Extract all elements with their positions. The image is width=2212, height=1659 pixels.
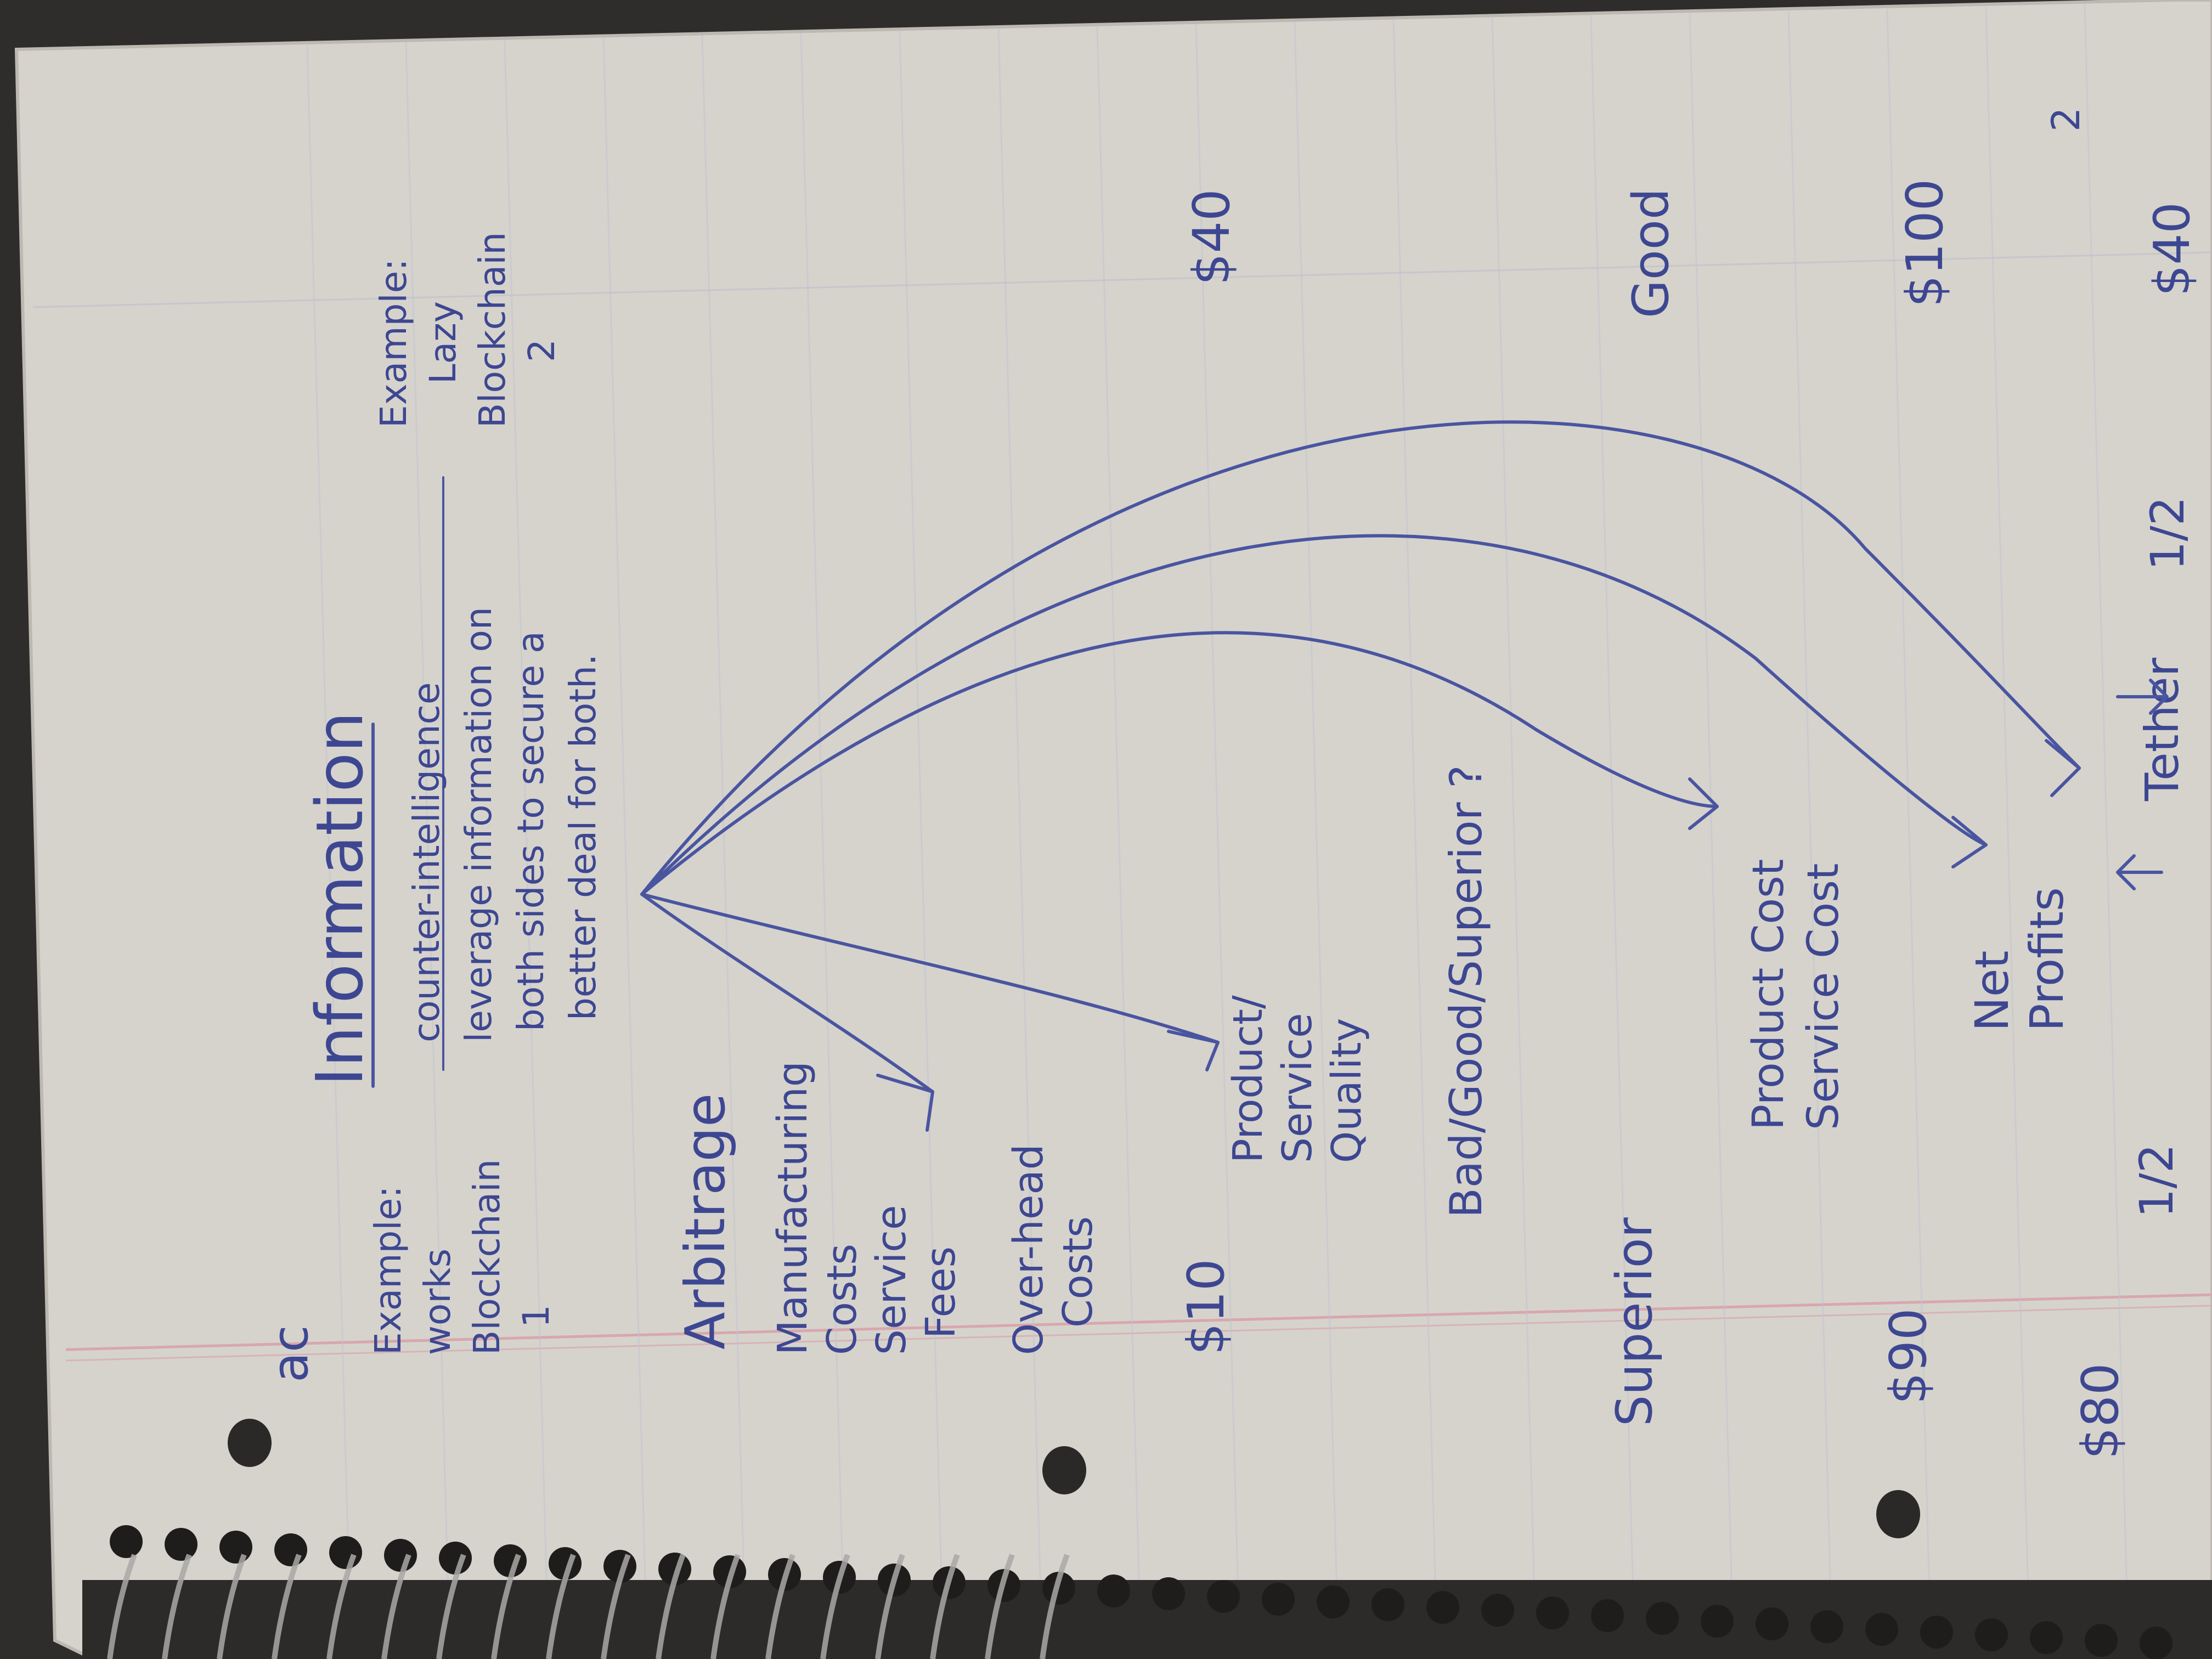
right-example-line-3: 2 xyxy=(521,339,563,362)
tether-label: Tether xyxy=(2135,657,2189,802)
info-line-4: better deal for both. xyxy=(562,654,604,1020)
info-line-3: both sides to secure a xyxy=(510,631,552,1031)
left-example-line-3: 1 xyxy=(515,1305,557,1328)
price-mid-left: $90 xyxy=(1879,1308,1938,1404)
product-cost: Product Cost Service Cost xyxy=(1744,859,1848,1130)
quality-list: Product/ Service Quality xyxy=(1224,995,1370,1163)
right-example-line-2: Blockchain xyxy=(471,232,514,428)
net-profits-line-1: Net xyxy=(1965,951,2019,1031)
price-top-right: $40 xyxy=(1182,189,1241,285)
costs-list: Manufacturing Costs Service Fees Over-he… xyxy=(769,1061,1102,1355)
right-example-label: Example: xyxy=(373,258,415,428)
quality-line-3: Quality xyxy=(1323,1018,1370,1163)
right-example: Example: Lazy Blockchain 2 xyxy=(373,232,563,428)
paper-sheet xyxy=(16,0,2212,1659)
price-bottom-right: $40 xyxy=(2143,202,2201,296)
quality-line-2: Service xyxy=(1274,1013,1321,1164)
left-example-label: Example: xyxy=(367,1186,409,1355)
costs-line-1: Manufacturing xyxy=(769,1061,816,1355)
left-example-line-2: Blockchain xyxy=(466,1159,508,1355)
header-scribble: ac xyxy=(262,1325,319,1383)
price-bottom-left: $80 xyxy=(2071,1363,2130,1459)
costs-line-5: Over-head xyxy=(1005,1144,1052,1355)
info-line-2: leverage information on xyxy=(458,607,500,1042)
information-title: Information xyxy=(302,712,377,1086)
margin-line xyxy=(65,1293,2212,1351)
costs-line-6: Costs xyxy=(1054,1216,1102,1328)
price-low: $10 xyxy=(1177,1259,1235,1355)
quality-line-1: Product/ xyxy=(1224,995,1272,1163)
product-cost-line-2: Service Cost xyxy=(1799,864,1848,1130)
net-profits: Net Profits xyxy=(1965,887,2074,1031)
right-example-line-1: Lazy xyxy=(422,301,464,384)
info-line-1: counter-intelligence xyxy=(405,682,448,1042)
left-example: Example: works Blockchain 1 xyxy=(367,1159,557,1355)
grade-left: Superior xyxy=(1606,1217,1663,1426)
net-profits-line-2: Profits xyxy=(2020,887,2074,1031)
product-cost-line-1: Product Cost xyxy=(1744,859,1793,1130)
binder-holes xyxy=(228,1419,1920,1538)
price-mid-right: $100 xyxy=(1895,179,1954,307)
quality-scale: Bad/Good/Superior ? xyxy=(1441,765,1492,1218)
page-number: 2 xyxy=(2044,107,2089,132)
information-definition: counter-intelligence leverage informatio… xyxy=(405,476,604,1071)
costs-line-3: Service xyxy=(868,1205,915,1356)
fraction-right: 1/2 xyxy=(2141,496,2194,571)
costs-line-4: Fees xyxy=(917,1246,964,1339)
arbitrage-title: Arbitrage xyxy=(673,1093,737,1350)
costs-line-2: Costs xyxy=(819,1244,866,1355)
ruled-lines xyxy=(32,251,2212,308)
left-example-line-1: works xyxy=(416,1249,459,1355)
spiral-binding xyxy=(82,1525,2212,1659)
fraction-left: 1/2 xyxy=(2130,1144,2183,1218)
arbitrage-arrows xyxy=(640,420,2169,1132)
grade-right: Good xyxy=(1622,188,1680,318)
